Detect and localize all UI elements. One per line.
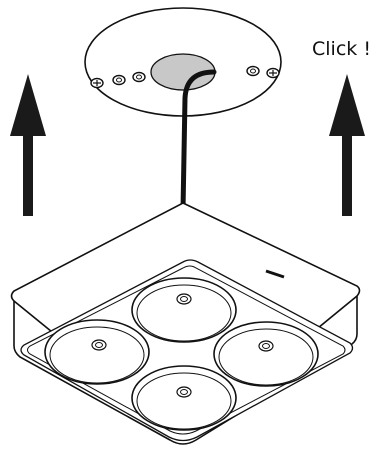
- power-cable: [180, 69, 217, 213]
- mount-screws-right: [246, 65, 280, 79]
- right-up-arrow-icon: [329, 74, 365, 216]
- square-four-lamp-fixture: [10, 202, 361, 445]
- left-up-arrow-icon: [10, 74, 46, 216]
- lamp-left: [44, 319, 150, 385]
- mount-screws-left: [90, 71, 146, 89]
- lamp-right: [213, 321, 319, 387]
- fixture-logo-mark: [265, 269, 285, 279]
- click-annotation: Click !: [312, 38, 371, 60]
- lamp-top: [131, 277, 237, 343]
- lamp-bottom: [131, 365, 237, 431]
